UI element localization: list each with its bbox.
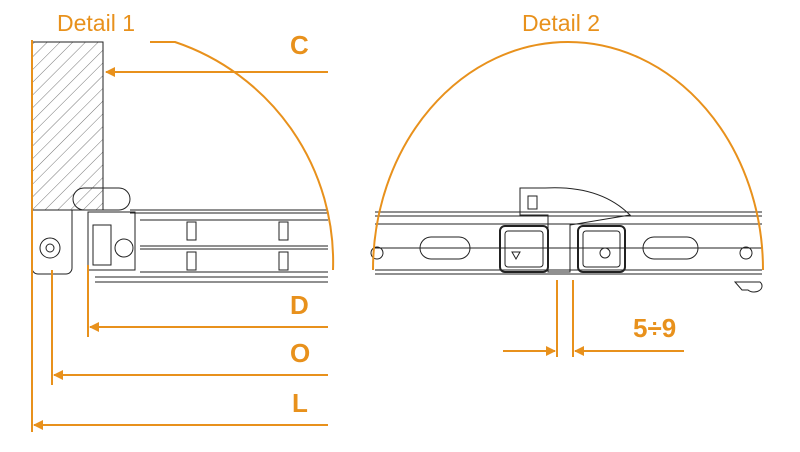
dim-c-label: C [290,30,309,60]
wall-hatch [31,41,104,211]
detail2-title: Detail 2 [522,10,600,36]
detail1-callout-arc [150,41,335,271]
detail1-title: Detail 1 [57,10,135,36]
dimension-lines [31,40,764,432]
detail1-profile [31,41,328,283]
gap-label: 5÷9 [633,313,677,343]
dim-l-label: L [292,388,308,418]
detail2-profile [370,187,763,293]
detail2-callout-arc [372,41,764,271]
dim-o-label: O [290,338,311,368]
screw-icon [39,237,61,259]
dim-d-label: D [290,290,309,320]
